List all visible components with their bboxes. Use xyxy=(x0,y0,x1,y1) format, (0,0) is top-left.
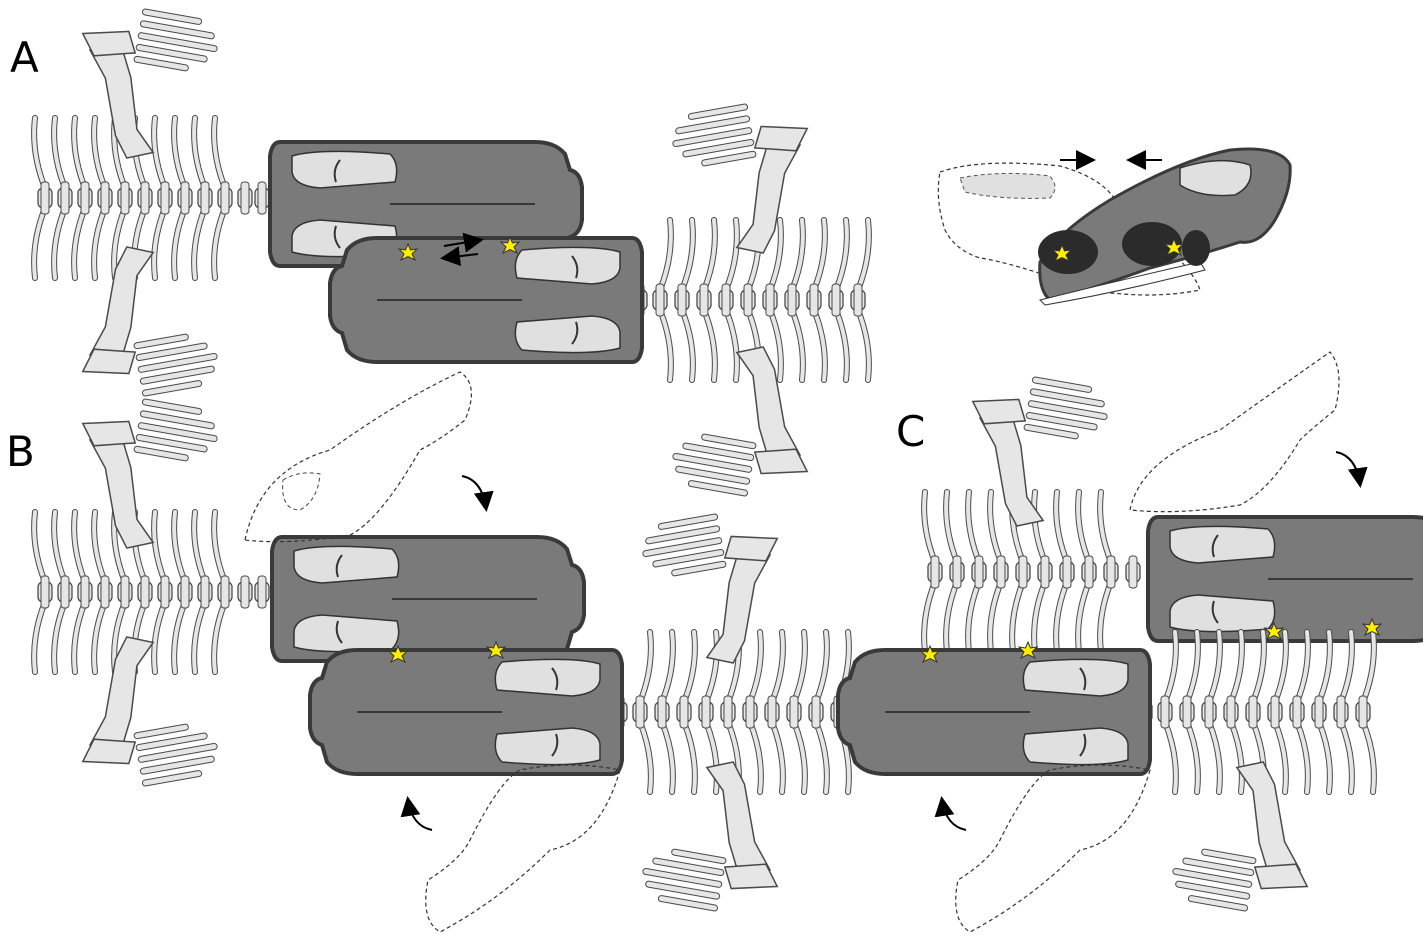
skull-b-left xyxy=(272,537,584,661)
forelimb-b-right-top xyxy=(638,504,797,675)
forelimb-b-left-top xyxy=(63,389,222,560)
animal-c-upper xyxy=(924,352,1423,652)
panel-label-b: B xyxy=(6,427,35,476)
forelimb-c-lower xyxy=(1168,750,1327,921)
forelimb-a-left-top xyxy=(63,0,222,170)
panel-label-c: C xyxy=(896,407,925,456)
skull-b-right xyxy=(310,650,622,774)
forelimb-c-upper xyxy=(953,367,1112,538)
skull-outline-b-bottom xyxy=(426,765,620,932)
lateral-view-inset xyxy=(938,149,1290,305)
curved-arrow-icon xyxy=(942,800,966,830)
skull-outline-c-bottom xyxy=(956,765,1150,932)
forelimb-a-left-bottom xyxy=(63,235,222,406)
skull-a-right xyxy=(330,238,642,362)
forelimb-b-left-bottom xyxy=(63,625,222,796)
forelimb-b-right-bottom xyxy=(638,750,797,921)
curved-arrow-icon xyxy=(408,800,432,830)
spine-b-left xyxy=(34,512,269,672)
curved-arrow-icon xyxy=(1336,452,1360,484)
panel-label-a: A xyxy=(10,33,39,82)
curved-arrow-icon xyxy=(462,476,486,508)
animal-c-lower xyxy=(838,632,1374,932)
skull-outline-b-top xyxy=(245,372,471,542)
skull-c-upper xyxy=(1148,517,1423,641)
skull-outline-c-top xyxy=(1130,352,1339,512)
skull-c-lower xyxy=(838,650,1150,774)
